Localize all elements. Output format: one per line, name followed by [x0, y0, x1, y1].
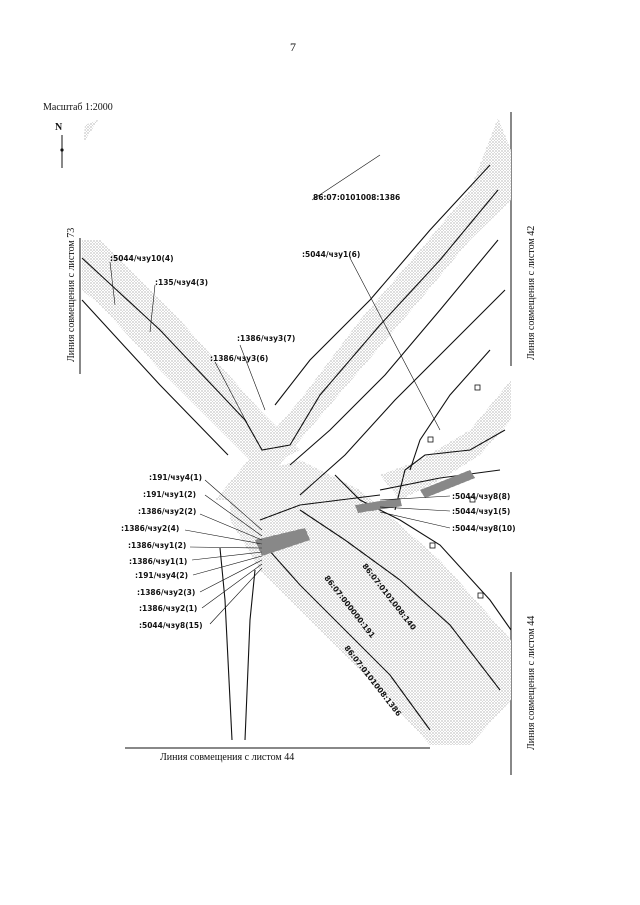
zone-label: :1386/чзу2(4) — [121, 524, 179, 533]
zone-label: :191/чзу4(1) — [149, 473, 202, 482]
zone-label: :5044/чзу10(4) — [110, 254, 174, 263]
dense-strip — [255, 528, 310, 556]
dense-strip — [355, 498, 402, 513]
zone-label: :135/чзу4(3) — [155, 278, 208, 287]
match-line-bottom-label: Линия совмещения с листом 44 — [160, 752, 295, 763]
zone-label: :5044/чзу1(6) — [302, 250, 360, 259]
north-arrow-icon — [60, 135, 64, 168]
zone-label: :1386/чзу3(7) — [237, 334, 295, 343]
zone-label: :1386/чзу2(1) — [139, 604, 197, 613]
leader-lines — [109, 154, 451, 625]
dense-strip — [420, 470, 475, 498]
scale-label: Масштаб 1:2000 — [43, 102, 113, 113]
zone-label: :191/чзу4(2) — [135, 571, 188, 580]
zone-label: :191/чзу1(2) — [143, 490, 196, 499]
zone-label: :1386/чзу2(3) — [137, 588, 195, 597]
page-number: 7 — [290, 40, 296, 54]
hatch-sample-icon — [84, 120, 98, 142]
parcel-label: 86:07:0101008:1386 — [313, 193, 400, 202]
zone-label: :5044/чзу8(8) — [452, 492, 510, 501]
north-arrow-label: N — [55, 122, 63, 133]
zone-label: :1386/чзу1(1) — [129, 557, 187, 566]
zone-label: :1386/чзу1(2) — [128, 541, 186, 550]
zone-label: :1386/чзу3(6) — [210, 354, 268, 363]
zone-label: :5044/чзу8(10) — [452, 524, 516, 533]
boundary-marker — [427, 384, 484, 599]
road-outlines — [81, 164, 512, 741]
zone-label: :5044/чзу8(15) — [139, 621, 203, 630]
zone-label: :5044/чзу1(5) — [452, 507, 510, 516]
zone-label: :1386/чзу2(2) — [138, 507, 196, 516]
